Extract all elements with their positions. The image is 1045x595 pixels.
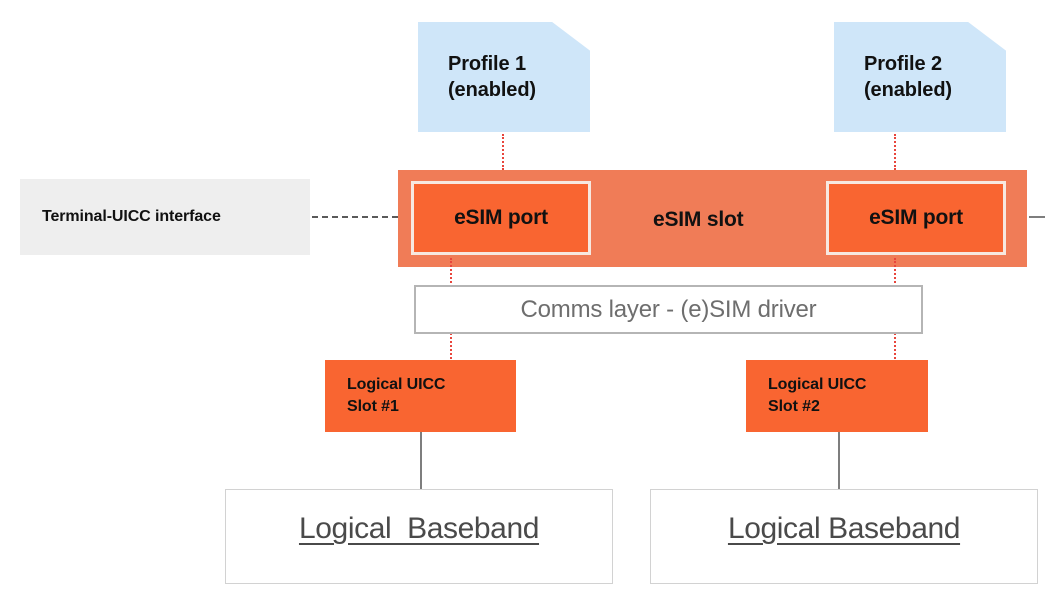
logical-uicc-slot-2[interactable]: Logical UICC Slot #2 (746, 360, 928, 432)
connector-uicc-slot-1-to-baseband-1 (420, 432, 422, 490)
esim-slot-label: eSIM slot (653, 208, 744, 231)
connector-profile-2-to-port-2 (894, 134, 896, 170)
connector-slot-right-stub (1029, 216, 1045, 218)
logical-uicc-slot-2-line1: Logical UICC (768, 375, 867, 393)
esim-port-2[interactable]: eSIM port (826, 181, 1006, 255)
profile-card-2[interactable]: Profile 2 (enabled) (834, 22, 1006, 132)
profile-1-name: Profile 1 (448, 52, 527, 75)
logical-baseband-2[interactable]: Logical Baseband (650, 489, 1038, 584)
profile-card-1[interactable]: Profile 1 (enabled) (418, 22, 590, 132)
connector-terminal-to-slot (312, 216, 398, 218)
connector-profile-1-to-port-1 (502, 134, 504, 170)
connector-uicc-slot-2-to-baseband-2 (838, 432, 840, 490)
profile-2-state: (enabled) (864, 79, 952, 101)
esim-port-1[interactable]: eSIM port (411, 181, 591, 255)
terminal-uicc-interface-box[interactable]: Terminal-UICC interface (20, 179, 310, 255)
profile-2-name: Profile 2 (864, 52, 943, 75)
logical-uicc-slot-1[interactable]: Logical UICC Slot #1 (325, 360, 516, 432)
logical-uicc-slot-1-line2: Slot #1 (347, 398, 399, 415)
esim-port-2-label: eSIM port (869, 206, 963, 229)
logical-baseband-2-label: Logical Baseband (727, 512, 961, 545)
profile-1-state: (enabled) (448, 79, 536, 101)
logical-uicc-slot-2-line2: Slot #2 (768, 398, 820, 415)
comms-layer-box[interactable]: Comms layer - (e)SIM driver (414, 285, 923, 334)
terminal-uicc-interface-label: Terminal-UICC interface (42, 208, 221, 225)
logical-baseband-1[interactable]: Logical Baseband (225, 489, 613, 584)
esim-port-1-label: eSIM port (454, 206, 548, 229)
logical-baseband-1-label: Logical Baseband (298, 512, 540, 545)
logical-uicc-slot-1-line1: Logical UICC (347, 375, 446, 393)
esim-slot[interactable]: eSIM slot eSIM port eSIM port (398, 170, 1027, 267)
comms-layer-label: Comms layer - (e)SIM driver (520, 295, 817, 323)
